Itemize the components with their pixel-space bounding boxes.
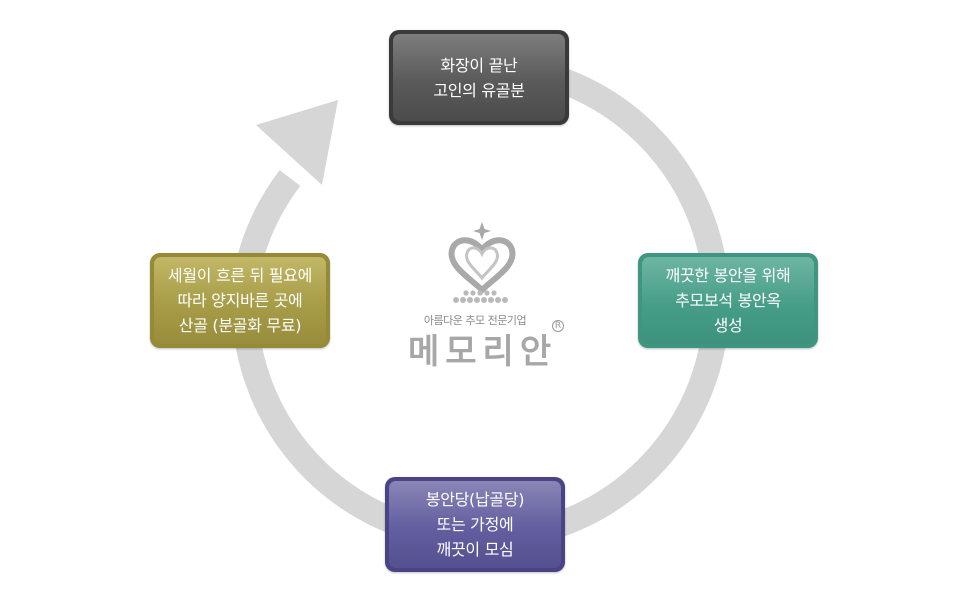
registered-trademark-icon: R — [552, 320, 564, 332]
step-text-line: 봉안당(납골당) — [425, 490, 525, 509]
step-box-memorial-gem: 깨끗한 봉안을 위해 추모보석 봉안옥 생성 — [638, 253, 818, 348]
step-text-line: 고인의 유골분 — [433, 80, 525, 100]
memorian-logo: 아름다운 추모 전문기업 메모리안 R — [400, 220, 570, 372]
heart-crown-icon — [448, 222, 516, 303]
logo-wordmark: 메모리안 — [408, 332, 558, 372]
step-text-line: 또는 가정에 — [436, 515, 514, 534]
step-box-enshrinement: 봉안당(납골당) 또는 가정에 깨끗이 모심 — [385, 477, 565, 572]
step-text-line: 깨끗이 모심 — [436, 540, 514, 559]
step-text-line: 세월이 흐른 뒤 필요에 — [167, 266, 313, 285]
logo-tagline: 아름다운 추모 전문기업 — [423, 314, 527, 327]
step-text-line: 화장이 끝난 — [440, 55, 518, 75]
step-text-line: 따라 양지바른 곳에 — [177, 291, 303, 310]
step-text-line: 깨끗한 봉안을 위해 — [665, 266, 791, 285]
step-box-cremated-remains: 화장이 끝난 고인의 유골분 — [389, 30, 569, 125]
step-text-line: 추모보석 봉안옥 — [675, 291, 781, 310]
step-text-line: 산골 (분골화 무료) — [178, 316, 302, 335]
step-text-line: 생성 — [713, 316, 743, 335]
cycle-arrowhead — [256, 100, 338, 185]
step-box-scattering: 세월이 흐른 뒤 필요에 따라 양지바른 곳에 산골 (분골화 무료) — [150, 253, 330, 348]
cycle-ring — [231, 53, 730, 551]
